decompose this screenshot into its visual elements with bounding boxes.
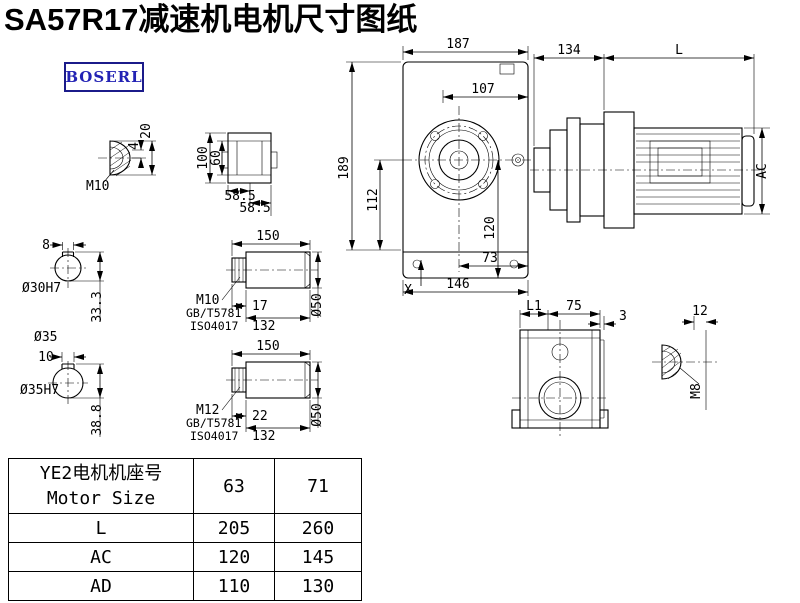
output-flange-view: L1 75 3 [511, 299, 627, 438]
dim-132-b: 132 [252, 429, 275, 444]
row-L-value-71: 260 [274, 513, 362, 543]
dim-L: L [675, 43, 683, 58]
dim-20: 20 [139, 123, 154, 139]
dim-12: 12 [692, 304, 708, 319]
std-gb-a: GB/T5781 [186, 306, 241, 320]
std-iso-b: ISO4017 [190, 429, 239, 443]
dim-4: 4 [127, 142, 142, 150]
dim-60: 60 [209, 150, 224, 166]
dim-keyway-10: 10 [38, 350, 54, 365]
bore-35-view: 10 Ø35H7 38.8 [20, 350, 105, 437]
row-AD-value-63: 110 [193, 571, 275, 601]
std-gb-b: GB/T5781 [186, 416, 241, 430]
motor-size-table: YE2电机机座号 Motor Size 63 71 L 205 260 AC 1… [8, 458, 362, 601]
dim-58-5-b: 58.5 [239, 201, 270, 216]
shaft-m10-view: 150 M10 GB/T5781 ISO4017 17 132 Ø50 [186, 229, 325, 334]
dim-33-3: 33.3 [90, 291, 105, 322]
dim-134: 134 [557, 43, 581, 58]
dim-22: 22 [252, 409, 268, 424]
dim-187: 187 [446, 37, 469, 52]
dim-146: 146 [446, 277, 469, 292]
thread-m12: M12 [196, 403, 219, 418]
dim-132-a: 132 [252, 319, 275, 334]
dim-107: 107 [471, 82, 494, 97]
dim-112: 112 [366, 188, 381, 211]
bore-label-30h7: Ø30H7 [22, 281, 61, 296]
dim-120: 120 [483, 216, 498, 239]
table-row-AD: AD 110 130 [8, 571, 362, 601]
row-AC-label: AC [8, 542, 194, 572]
thread-label-m10: M10 [86, 179, 109, 194]
cover-detail-view: 100 60 58.5 58.5 [196, 132, 278, 216]
page-title: SA57R17减速机电机尺寸图纸 [4, 2, 418, 37]
row-AD-label: AD [8, 571, 194, 601]
row-AD-value-71: 130 [274, 571, 362, 601]
boserl-logo: BOSERL [64, 62, 144, 92]
table-row-AC: AC 120 145 [8, 542, 362, 572]
plug-detail-view: 20 4 M10 [86, 123, 156, 194]
gearbox-front-view: 187 107 189 112 120 73 146 X [337, 37, 532, 298]
table-header-motor-size: YE2电机机座号 Motor Size [8, 458, 194, 514]
table-header-en: Motor Size [46, 488, 156, 509]
row-L-label: L [8, 513, 194, 543]
dim-17: 17 [252, 299, 268, 314]
row-L-value-63: 205 [193, 513, 275, 543]
x-axis-label: X [404, 283, 412, 298]
table-col-71: 71 [274, 458, 362, 514]
table-row-L: L 205 260 [8, 513, 362, 543]
table-header-cn: YE2电机机座号 [39, 462, 163, 484]
dim-100: 100 [196, 146, 211, 169]
bore-label-35h7: Ø35H7 [20, 383, 59, 398]
shaft-m12-view: 150 M12 GB/T5781 ISO4017 22 132 Ø50 [186, 339, 325, 444]
motor-side-view: 134 L AC [530, 43, 770, 229]
dim-38-8: 38.8 [90, 404, 105, 435]
dim-3: 3 [619, 309, 627, 324]
row-AC-value-63: 120 [193, 542, 275, 572]
dim-L1: L1 [526, 299, 542, 314]
shaft-label-o35: Ø35 [34, 330, 57, 345]
dim-o50-b: Ø50 [310, 403, 325, 426]
dim-150-a: 150 [256, 229, 279, 244]
thread-label-m8: M8 [689, 383, 704, 399]
dim-150-b: 150 [256, 339, 279, 354]
motor-end-cap [741, 135, 755, 207]
thread-m10: M10 [196, 293, 219, 308]
dim-189: 189 [337, 156, 352, 179]
row-AC-value-71: 145 [274, 542, 362, 572]
bore-30-view: 8 Ø30H7 33.3 [22, 238, 105, 323]
dim-75: 75 [566, 299, 582, 314]
dim-o50-a: Ø50 [310, 293, 325, 316]
table-col-63: 63 [193, 458, 275, 514]
std-iso-a: ISO4017 [190, 319, 239, 333]
stub-m8-view: 12 M8 [652, 304, 720, 410]
dim-73: 73 [482, 251, 498, 266]
dim-58-5-a: 58.5 [224, 189, 255, 204]
boserl-logo-text: BOSERL [65, 68, 143, 86]
dim-keyway-8: 8 [42, 238, 50, 253]
dim-AC: AC [755, 163, 770, 179]
